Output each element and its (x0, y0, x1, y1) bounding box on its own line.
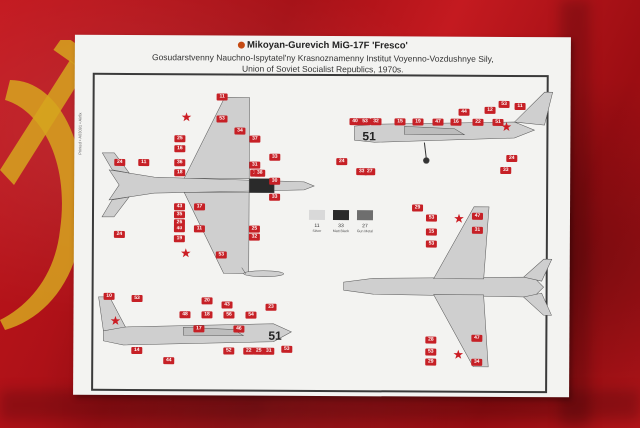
decal-callout: 43 (174, 203, 186, 211)
decal-callout: 32 (370, 118, 382, 126)
decal-callout: 53 (216, 115, 228, 123)
top-view-aircraft (101, 97, 315, 274)
decal-callout: 47 (471, 212, 484, 220)
decal-callout: 24 (506, 154, 518, 163)
decal-callout: 18 (201, 311, 213, 319)
decal-callout: 48 (179, 311, 191, 319)
decal-callout: 53 (425, 348, 437, 356)
decal-callout: 35 (173, 211, 186, 219)
decal-callout: 54 (245, 311, 257, 319)
decal-callout: 28 (425, 336, 437, 344)
colour-name: Matt Black (332, 229, 350, 234)
decal-callout: 31 (249, 161, 261, 169)
colour-name: Silver (312, 228, 322, 233)
decal-callout: 33 (269, 153, 281, 161)
decal-callout: 11 (193, 225, 205, 233)
decal-callout: 24 (336, 158, 348, 166)
decal-callout: 23 (265, 303, 277, 311)
decal-callout: 24 (114, 158, 126, 166)
decal-callout: 40 (173, 225, 185, 233)
decal-callout: 17 (193, 325, 205, 333)
decal-callout: 20 (201, 297, 213, 305)
decal-callout: 29 (412, 204, 424, 212)
decal-callout: 44 (163, 357, 175, 365)
decal-callout: 53 (359, 118, 371, 126)
decal-callout: 14 (131, 347, 143, 355)
decal-callout: 56 (223, 311, 235, 319)
decal-instruction-sheet: Printed • A03091 • Airfix Mikoyan-Gurevi… (73, 34, 571, 398)
decal-callout: 19 (173, 235, 185, 243)
decal-callout: 47 (432, 118, 444, 126)
decal-callout: 36 (174, 159, 186, 167)
decal-callout: 18 (174, 169, 186, 177)
drop-tank-drawing (241, 267, 284, 277)
decal-callout: 17 (194, 203, 206, 211)
decal-callout: 32 (248, 233, 260, 241)
decal-callout: 29 (425, 358, 437, 366)
decal-callout: 16 (174, 145, 186, 153)
decal-callout: 11 (138, 159, 150, 167)
decal-callout: 51 (492, 118, 504, 126)
decal-callout: 19 (412, 118, 424, 126)
decal-callout: 30 (269, 177, 281, 185)
decal-callout: 31 (471, 226, 483, 234)
decal-callout: 53 (131, 295, 143, 303)
decal-callout: 40 (349, 118, 361, 126)
bottom-view-aircraft (343, 206, 553, 368)
decal-callout: 46 (233, 325, 245, 333)
decal-callout: 37 (249, 135, 261, 143)
decal-callout: 47 (471, 334, 483, 342)
decal-callout: 34 (234, 127, 246, 135)
decal-callout: 11 (514, 103, 526, 111)
decal-callout: 16 (450, 118, 462, 126)
aircraft-drawings: 51 51 (98, 91, 553, 368)
decal-callout: 12 (484, 106, 496, 114)
decal-callout: 33 (500, 166, 512, 174)
decal-callout: 25 (174, 135, 186, 143)
decal-callout: 31 (263, 347, 275, 355)
side-view-aircraft-top (354, 91, 553, 164)
colour-name: Gun Metal (356, 229, 374, 234)
decal-callout: 43 (221, 301, 233, 309)
decal-callout: 15 (425, 228, 437, 236)
decal-callout: 52 (223, 347, 235, 355)
side-view-aircraft-bottom (98, 296, 292, 346)
decal-callout: 27 (364, 168, 376, 176)
decal-callout: 53 (425, 214, 438, 222)
decal-callout: 26 (173, 219, 185, 227)
decal-callout: 33 (269, 193, 281, 201)
colour-swatch-matt-black (332, 210, 350, 221)
decal-callout: 38 (254, 169, 266, 177)
decal-callout: 15 (394, 118, 406, 126)
decal-callout: 53 (498, 100, 510, 108)
side-number-top: 51 (362, 129, 376, 143)
decal-callout: 44 (458, 108, 470, 116)
decal-callout: 53 (215, 251, 227, 259)
decal-callout: 25 (248, 225, 260, 233)
decal-callout: 53 (281, 345, 293, 353)
decal-callout: 22 (472, 118, 484, 126)
colour-swatch-silver (308, 209, 326, 221)
side-number-bottom: 51 (268, 329, 282, 343)
decal-callout: 53 (425, 240, 437, 248)
decal-callout: 11 (216, 93, 228, 101)
decal-callout: 34 (471, 358, 483, 366)
decal-callout: 24 (113, 230, 125, 238)
decal-callout: 10 (103, 292, 115, 300)
colour-swatch-gun-metal (356, 210, 374, 221)
